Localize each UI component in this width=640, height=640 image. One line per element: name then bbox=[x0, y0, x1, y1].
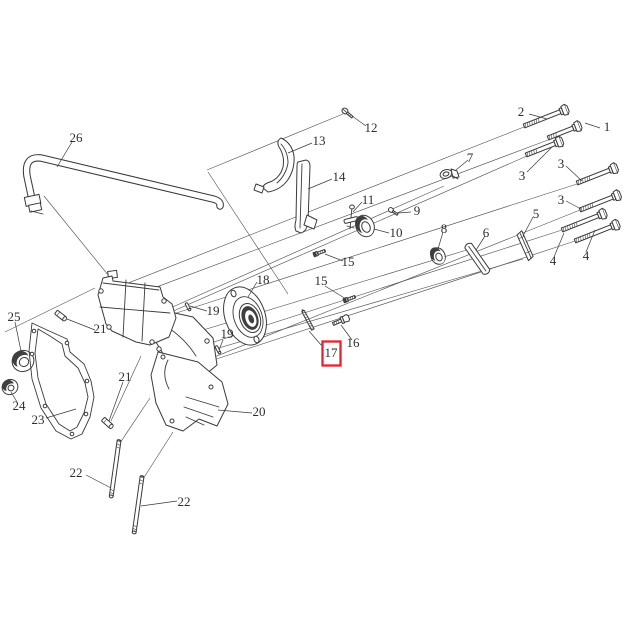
callout-18: 18 bbox=[257, 272, 270, 287]
callout-25: 25 bbox=[8, 309, 21, 324]
screw-9 bbox=[388, 207, 399, 216]
callout-19a: 19 bbox=[207, 303, 220, 318]
callout-4b: 4 bbox=[583, 248, 590, 263]
chain-guide-13 bbox=[253, 137, 295, 194]
bearing-plate-18 bbox=[223, 286, 267, 346]
callout-26: 26 bbox=[70, 130, 84, 145]
tensioner-strip-5 bbox=[516, 230, 534, 262]
leader-lines bbox=[10, 113, 601, 507]
clamp-11 bbox=[343, 204, 359, 230]
callout-23: 23 bbox=[32, 412, 45, 427]
callout-22b: 22 bbox=[178, 494, 191, 509]
seal-ring-8 bbox=[429, 247, 446, 265]
callout-15a: 15 bbox=[342, 254, 355, 269]
callout-24: 24 bbox=[13, 398, 27, 413]
part-callouts: 1 2 3 3 3 4 4 5 6 7 8 9 10 11 12 13 14 1… bbox=[8, 104, 611, 509]
callout-4a: 4 bbox=[550, 253, 557, 268]
callout-9: 9 bbox=[414, 203, 421, 218]
tensioner-strip-6 bbox=[464, 242, 491, 275]
highlight-box-17 bbox=[321, 340, 342, 367]
cover-assembly bbox=[97, 269, 229, 432]
bolt-1 bbox=[545, 119, 584, 144]
callout-17-highlighted: 17 bbox=[325, 345, 339, 360]
dowel-pin-21a bbox=[54, 309, 68, 323]
bolt-2 bbox=[521, 103, 571, 132]
callout-2: 2 bbox=[518, 104, 525, 119]
callout-21a: 21 bbox=[94, 321, 107, 336]
seal-ring-10 bbox=[355, 214, 375, 238]
callout-16: 16 bbox=[347, 335, 361, 350]
callout-5: 5 bbox=[533, 206, 540, 221]
stud-22a bbox=[108, 438, 122, 499]
cover-gasket bbox=[28, 322, 95, 440]
callout-19b: 19 bbox=[221, 326, 234, 341]
screw-15a bbox=[311, 247, 327, 258]
callout-15b: 15 bbox=[315, 273, 328, 288]
callout-20: 20 bbox=[253, 404, 266, 419]
stud-22b bbox=[131, 474, 145, 535]
chain-guide-14 bbox=[294, 159, 318, 234]
callout-6: 6 bbox=[483, 225, 490, 240]
breather-tube bbox=[22, 154, 224, 215]
screw-15b bbox=[341, 293, 357, 304]
callout-13: 13 bbox=[313, 133, 326, 148]
callout-10: 10 bbox=[390, 225, 403, 240]
callout-7: 7 bbox=[467, 150, 474, 165]
oil-seal-24 bbox=[1, 378, 19, 396]
callout-3a: 3 bbox=[519, 168, 526, 183]
bolt-16 bbox=[331, 314, 351, 326]
callout-14: 14 bbox=[333, 169, 347, 184]
clamp-7 bbox=[439, 168, 460, 180]
callout-11: 11 bbox=[362, 192, 375, 207]
callout-12: 12 bbox=[365, 120, 378, 135]
bolt-3b bbox=[574, 161, 620, 189]
axis-lines bbox=[4, 113, 581, 480]
callout-3b: 3 bbox=[558, 156, 565, 171]
spring-17 bbox=[301, 309, 315, 331]
oil-seal-25 bbox=[11, 349, 35, 373]
callout-8: 8 bbox=[441, 221, 448, 236]
callout-3c: 3 bbox=[558, 192, 565, 207]
callout-21b: 21 bbox=[119, 369, 132, 384]
callout-1: 1 bbox=[604, 119, 611, 134]
screw-12 bbox=[341, 107, 354, 119]
cover-body-20 bbox=[150, 351, 229, 432]
callout-22a: 22 bbox=[70, 465, 83, 480]
